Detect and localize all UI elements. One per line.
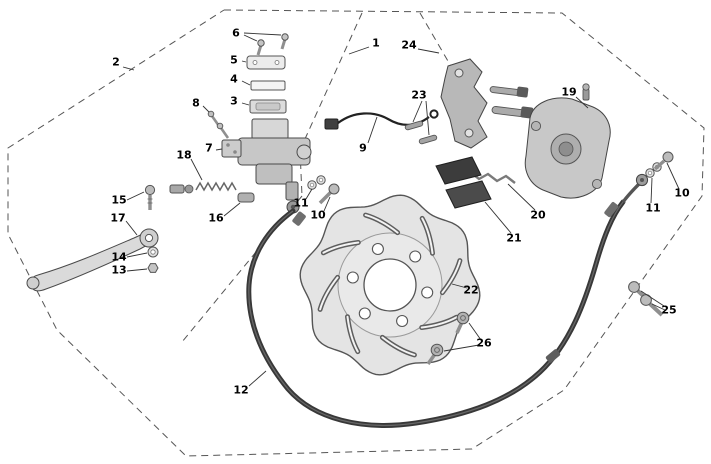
leader-line [243, 34, 258, 42]
bleed-valve [582, 83, 590, 101]
leader-line [122, 66, 135, 71]
callout-leader-lines [122, 32, 680, 387]
internal-boundary [419, 12, 453, 69]
diaphragm-plate [250, 80, 286, 91]
leader-line [243, 32, 282, 36]
region-boundaries [7, 9, 705, 457]
leader-line [348, 46, 370, 55]
disc-vent-slots [317, 212, 463, 358]
leader-line [443, 344, 480, 352]
leader-line [126, 252, 148, 258]
banjo-washers-right [645, 162, 662, 178]
piston-spring-assembly [169, 181, 255, 203]
internal-boundary [299, 149, 303, 197]
leader-line [575, 96, 589, 109]
handlebar-clamp [221, 139, 242, 158]
leader-line [305, 188, 313, 200]
banjo-washers-left [307, 175, 326, 190]
leader-line [241, 102, 250, 106]
lever-nut [147, 263, 159, 273]
leader-line [468, 322, 482, 341]
leader-line [323, 196, 331, 212]
leader-line [215, 148, 223, 151]
banjo-bolt-left [318, 183, 340, 205]
brake-hose [246, 173, 649, 428]
leader-line [651, 303, 666, 311]
leader-line [241, 80, 251, 86]
leader-line [223, 202, 241, 217]
leader-line [241, 60, 247, 63]
lever-washer [147, 246, 159, 258]
brake-lever [26, 228, 159, 292]
reservoir-cap-screws [256, 33, 289, 56]
leader-line [248, 370, 267, 387]
leader-line [507, 183, 536, 211]
internal-boundary [299, 12, 363, 151]
hose-clamp [545, 349, 561, 363]
disc-bolt-holes [346, 242, 434, 328]
caliper-mount-bolts [628, 281, 664, 317]
lever-pivot-bolt [144, 184, 156, 210]
leader-line [640, 290, 665, 307]
leader-line [417, 48, 440, 54]
internal-boundary [181, 195, 303, 343]
leader-line [190, 158, 203, 181]
leader-line [126, 268, 148, 272]
outer-boundary [7, 9, 705, 457]
brake-pads [435, 156, 492, 209]
leader-line [126, 191, 145, 201]
leader-line [650, 177, 653, 204]
bracket-pins [404, 120, 438, 145]
caliper-bracket [440, 58, 488, 149]
leader-line [367, 116, 378, 144]
disc-bolts [426, 311, 470, 366]
pad-spring [469, 171, 516, 184]
caliper-slide-pins [489, 86, 534, 119]
banjo-bolt-right [653, 151, 674, 171]
clamp-screws [207, 110, 230, 139]
brake-switch-wire [324, 109, 439, 130]
master-cylinder-body [237, 118, 312, 201]
brake-disc [299, 194, 481, 376]
diaphragm [249, 99, 287, 114]
leader-line [125, 220, 138, 236]
leader-line [451, 283, 468, 289]
caliper-body [524, 97, 611, 199]
leader-line [484, 201, 512, 234]
leader-line [202, 105, 210, 113]
leader-line [425, 100, 430, 136]
leader-line [412, 100, 423, 123]
leader-line [666, 162, 680, 190]
reservoir-cap [246, 55, 286, 70]
